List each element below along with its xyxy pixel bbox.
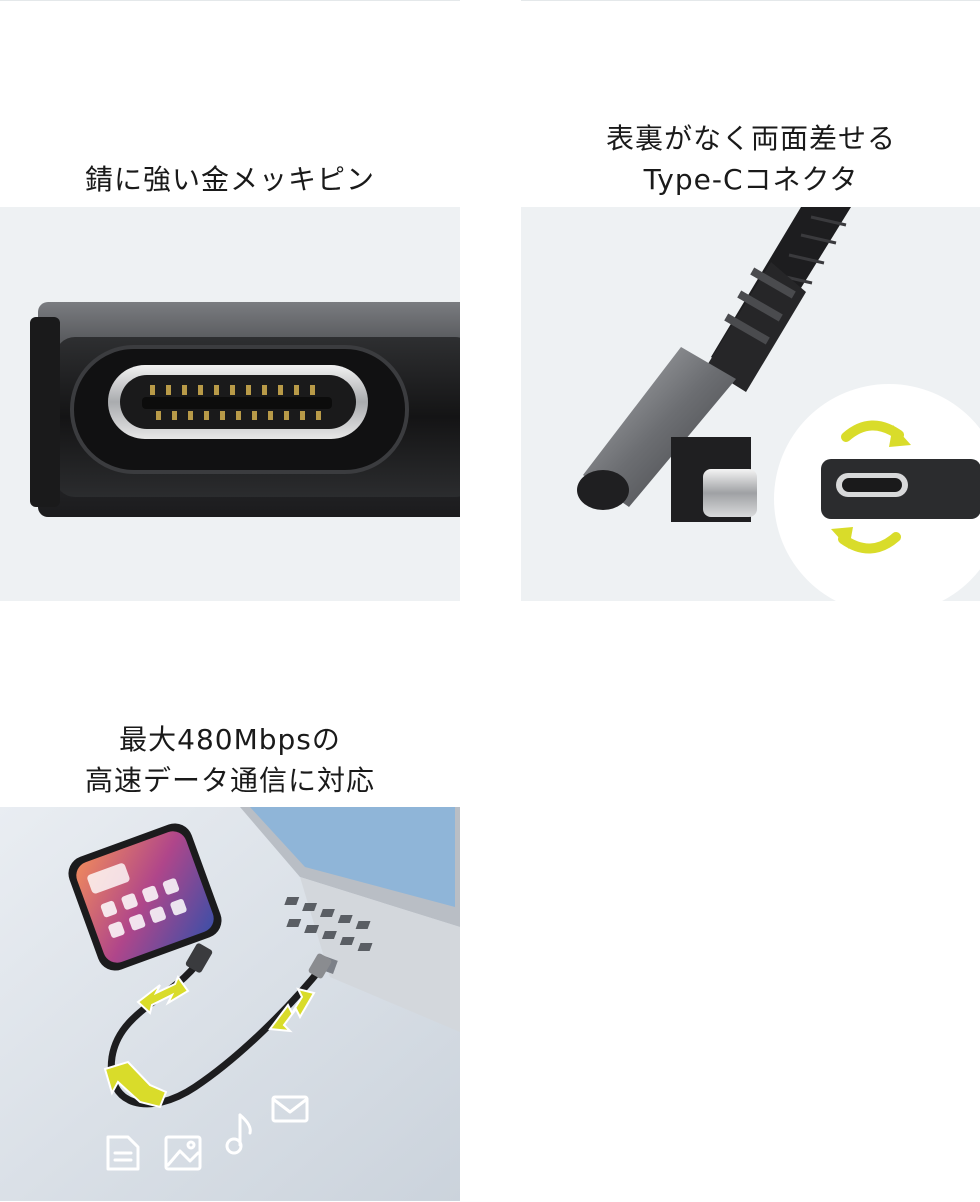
feature-2-photo xyxy=(521,207,980,601)
feature-3-photo xyxy=(0,807,460,1201)
feature-2-caption-line-1: 表裏がなく両面差せる xyxy=(605,122,896,155)
feature-1-photo xyxy=(0,207,460,601)
phone-laptop-transfer-photo xyxy=(0,807,460,1201)
feature-3-caption-line-1: 最大480Mbpsの xyxy=(119,723,341,756)
feature-1-caption: 錆に強い金メッキピン xyxy=(0,159,460,200)
image-icon xyxy=(164,1135,202,1171)
music-note-icon xyxy=(225,1113,252,1155)
feature-3-caption-line-2: 高速データ通信に対応 xyxy=(84,764,375,797)
feature-2-caption: 表裏がなく両面差せる Type-Cコネクタ xyxy=(521,118,980,200)
panel-top-border-right xyxy=(521,0,980,1)
mail-icon xyxy=(271,1095,309,1123)
right-angle-connector-photo xyxy=(577,207,980,601)
feature-3-caption: 最大480Mbpsの 高速データ通信に対応 xyxy=(0,719,460,801)
feature-1-caption-line-1: 錆に強い金メッキピン xyxy=(84,163,375,196)
feature-2-caption-line-2: Type-Cコネクタ xyxy=(643,163,859,196)
data-flow-arrows xyxy=(103,974,316,1109)
panel-top-border-left xyxy=(0,0,460,1)
document-icon xyxy=(106,1135,140,1171)
gold-plated-port-closeup xyxy=(30,302,460,517)
